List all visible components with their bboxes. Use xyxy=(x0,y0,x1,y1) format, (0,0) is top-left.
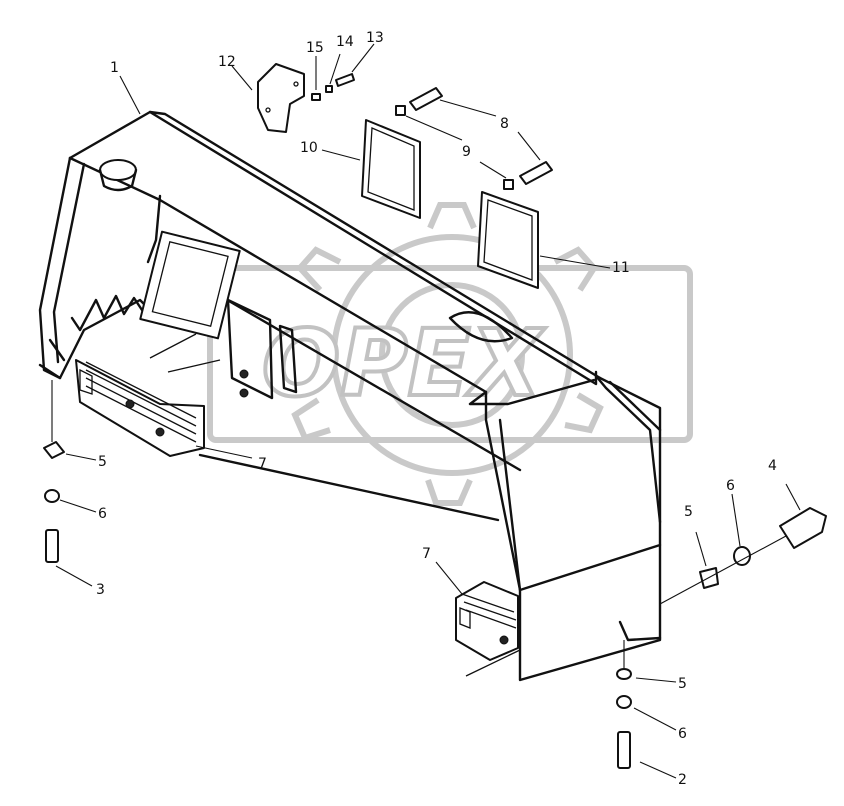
leader-lines xyxy=(55,43,801,779)
callout-15: 15 xyxy=(306,40,324,56)
mount-block-left xyxy=(75,333,221,457)
callout-2: 2 xyxy=(678,772,687,788)
callout-7-right: 7 xyxy=(422,546,431,562)
callout-12: 12 xyxy=(218,54,236,70)
callout-8: 8 xyxy=(500,116,509,132)
callout-4: 4 xyxy=(768,458,777,474)
callout-9: 9 xyxy=(462,144,471,160)
callout-labels: 1 2 3 4 5 5 5 6 6 6 7 7 8 9 10 11 12 13 … xyxy=(96,30,777,788)
callout-13: 13 xyxy=(366,30,384,46)
callout-6-right: 6 xyxy=(726,478,735,494)
bolt-4-set xyxy=(659,507,827,605)
watermark-gear xyxy=(207,202,693,506)
callout-7-left: 7 xyxy=(258,456,267,472)
callout-3: 3 xyxy=(96,582,105,598)
left-hardware xyxy=(43,380,65,563)
bracket-12 xyxy=(257,63,305,133)
callout-5-right: 5 xyxy=(684,504,693,520)
hardware-13-14-15 xyxy=(311,73,355,101)
mount-block-right xyxy=(455,581,521,677)
callout-10: 10 xyxy=(300,140,318,156)
plate-11 xyxy=(477,191,539,289)
callout-6-left: 6 xyxy=(98,506,107,522)
cover-body xyxy=(38,110,662,682)
callout-5-bottom: 5 xyxy=(678,676,687,692)
right-bottom-hardware xyxy=(616,640,632,769)
callout-5-left: 5 xyxy=(98,454,107,470)
callout-6-bottom: 6 xyxy=(678,726,687,742)
callout-11: 11 xyxy=(612,260,630,276)
callout-1: 1 xyxy=(110,60,119,76)
bolts-8-washers-9 xyxy=(395,87,553,190)
plate-10 xyxy=(361,119,421,219)
callout-14: 14 xyxy=(336,34,354,50)
